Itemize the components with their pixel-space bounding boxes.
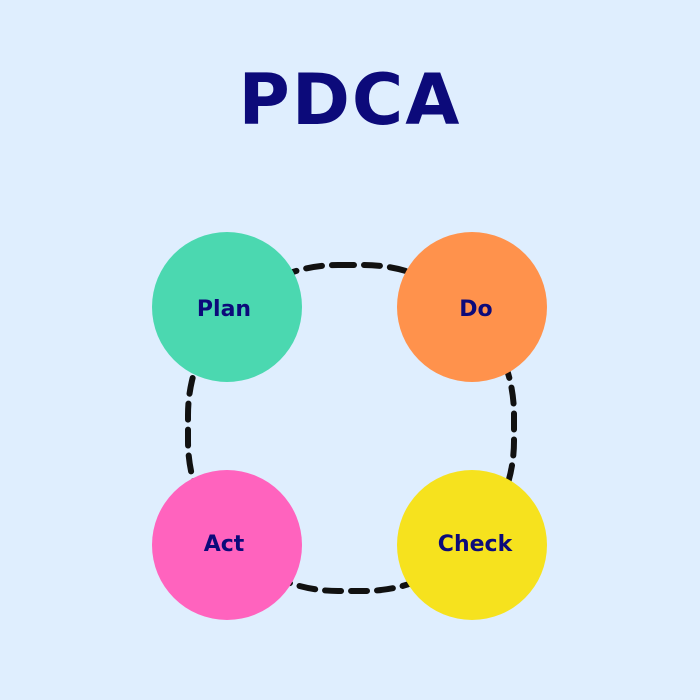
node-do-label: Do (459, 297, 492, 322)
node-do: Do (397, 232, 547, 382)
node-act-circle (152, 470, 302, 620)
node-act: Act (152, 470, 302, 620)
cycle-connector (185, 262, 517, 594)
node-plan-label: Plan (197, 297, 251, 322)
node-act-label: Act (204, 532, 245, 557)
node-do-circle (397, 232, 547, 382)
node-plan-circle (152, 232, 302, 382)
node-check-circle (397, 470, 547, 620)
node-check: Check (397, 470, 547, 620)
page-title: PDCA (238, 59, 462, 141)
node-plan: Plan (152, 232, 302, 382)
node-check-label: Check (438, 532, 514, 557)
